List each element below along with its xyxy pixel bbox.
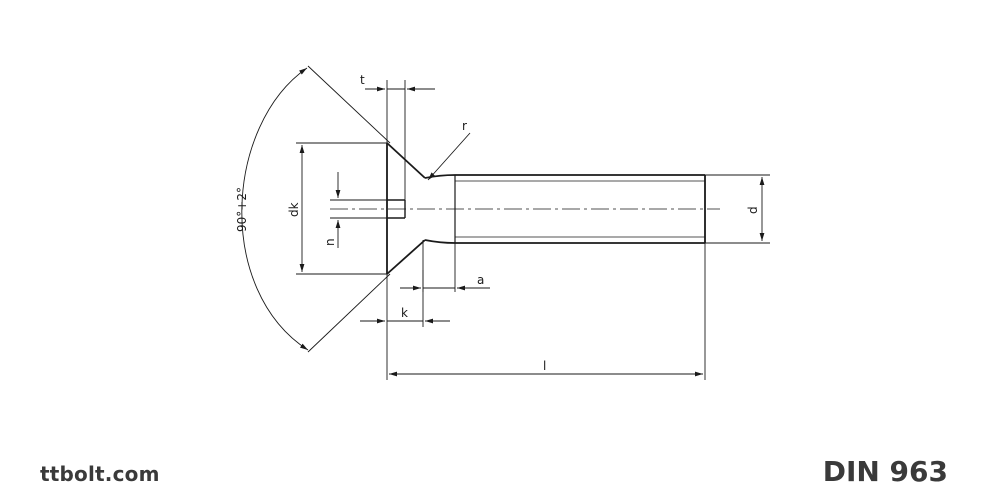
label-r: r [462,119,467,133]
screw-outline [386,142,706,275]
standard-title: DIN 963 [822,455,948,488]
thread-lines [455,180,705,238]
extension-lines [296,65,770,380]
dimension-lines [241,67,765,377]
label-d: d [746,206,760,214]
label-a: a [477,273,484,287]
label-dk: dk [287,202,301,217]
label-t: t [360,73,365,87]
label-k: k [401,306,408,320]
label-angle: 90°+2° [235,187,249,232]
site-name: ttbolt.com [40,462,160,486]
label-l: l [543,359,546,373]
label-n: n [323,238,337,246]
